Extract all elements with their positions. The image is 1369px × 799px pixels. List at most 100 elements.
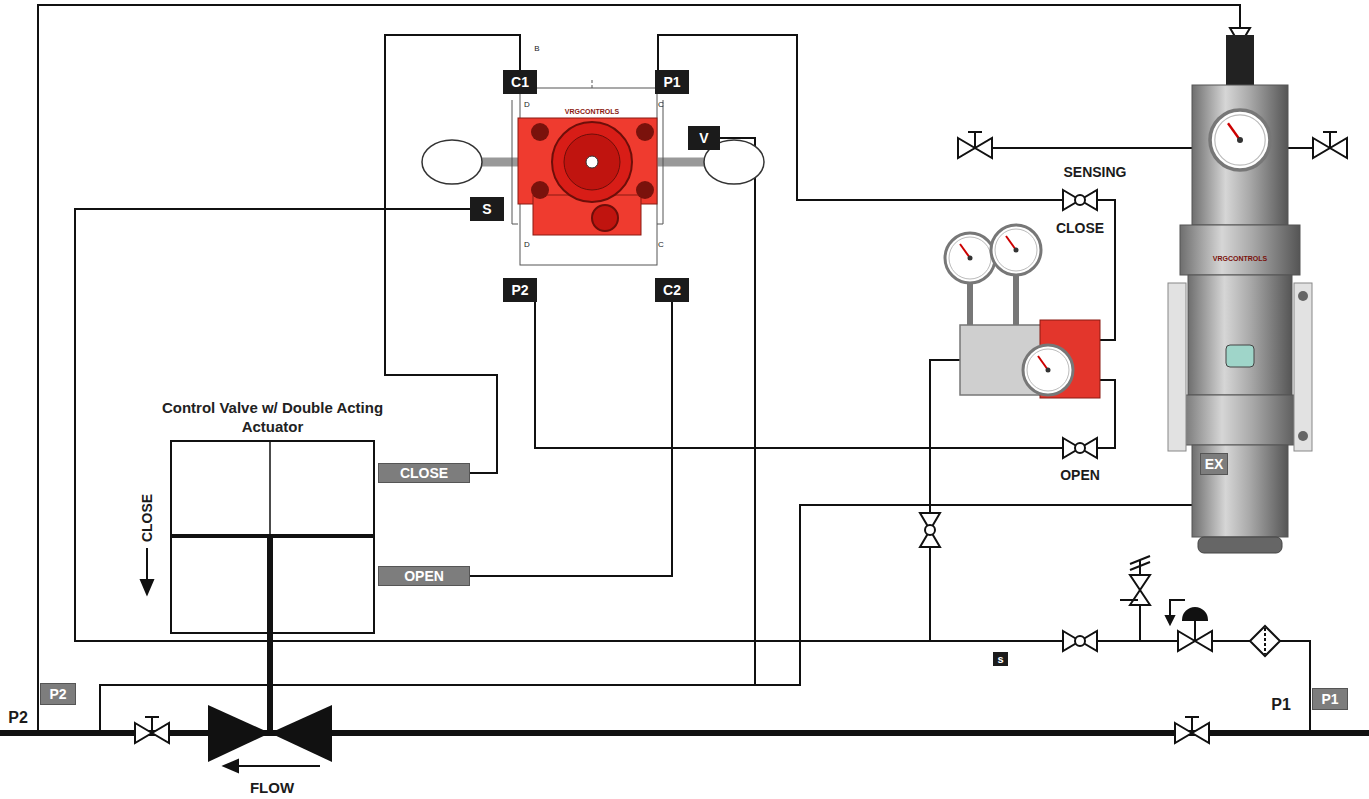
pipe-connector: [470, 302, 672, 576]
pilot-controller: [1210, 110, 1270, 170]
valve-symbols: [1063, 190, 1097, 210]
actuator-box: Control Valve w/ Double Acting Actuator: [170, 440, 375, 634]
filter-symbol: [1250, 626, 1280, 656]
callout-label: OPEN: [1060, 467, 1100, 483]
callout-label: FLOW: [250, 779, 294, 796]
pilot-controller: [1180, 225, 1300, 275]
node-heading: Control Valve w/ Double Acting Actuator: [157, 398, 389, 436]
port-tag: EX: [1200, 453, 1228, 475]
pipe-connector: [385, 35, 520, 473]
pilot-tubing: [930, 360, 960, 641]
pilot-controller: [1298, 291, 1308, 301]
callout-label: CLOSE: [1056, 220, 1104, 236]
port-tag: C2: [655, 278, 689, 302]
pilot-valve: [592, 80, 593, 88]
filter-symbol: [1264, 628, 1266, 654]
tag-text: CLOSE: [400, 465, 448, 481]
relief-valve: [1139, 560, 1141, 575]
valve-symbols: [1313, 132, 1347, 158]
pilot-manifold: [945, 233, 995, 283]
pilot-tubing: [38, 5, 1320, 733]
control-valve-body: [269, 442, 271, 536]
marker-text: C: [658, 240, 664, 249]
marker-text: D: [524, 240, 530, 249]
port-tag: s: [993, 652, 1008, 666]
pilot-controller: [1168, 35, 1312, 553]
filter-symbol: [1250, 626, 1280, 656]
port-tag: P1: [1312, 688, 1348, 710]
pilot-controller: [1226, 35, 1254, 87]
pilot-valve: [657, 100, 663, 224]
callout-label: P2: [8, 709, 28, 727]
relief-valve: [1130, 556, 1150, 564]
pressure-regulator: [1194, 620, 1196, 641]
pilot-valve: [564, 134, 620, 190]
process-pipe: [0, 730, 1369, 736]
valve-symbols: [135, 717, 169, 743]
pilot-tubing: [1213, 640, 1250, 642]
relief-valve: [1130, 590, 1150, 605]
tag-text: P1: [663, 74, 680, 90]
pilot-controller: [1192, 445, 1288, 537]
port-tag: P2: [40, 683, 76, 705]
close-arrow: [141, 548, 153, 594]
pilot-tubing: [38, 5, 1240, 733]
relief-valve: [1120, 556, 1150, 605]
pilot-controller: [1180, 395, 1300, 445]
valve-symbols: [958, 132, 992, 158]
pilot-tubing: [75, 209, 1177, 641]
tag-text: C2: [663, 282, 681, 298]
pilot-controller: [1226, 345, 1254, 367]
tag-text: P2: [511, 282, 528, 298]
pilot-controller: [1294, 283, 1312, 451]
valve-symbols: [920, 513, 940, 547]
pressure-regulator: [1166, 616, 1174, 624]
flow-arrow: [224, 760, 238, 772]
flow-arrow: [224, 760, 320, 772]
callout-label: CLOSE: [139, 494, 155, 542]
port-tag: OPEN: [378, 566, 470, 586]
pilot-controller: [1192, 85, 1288, 225]
relief-valve: [1120, 599, 1138, 601]
pilot-manifold: [1013, 275, 1019, 325]
control-valve-body: [267, 536, 273, 733]
pilot-valve: [531, 181, 549, 199]
pilot-valve: [512, 100, 518, 224]
marker-text: B: [534, 44, 539, 53]
pilot-valve: [518, 118, 657, 204]
tag-text: S: [482, 201, 491, 217]
pilot-controller: [1198, 537, 1282, 553]
tag-text: EX: [1205, 456, 1224, 472]
pilot-valve: [531, 123, 549, 141]
pilot-controller: [1298, 431, 1308, 441]
pilot-manifold: [945, 225, 1100, 398]
port-tag: CLOSE: [378, 463, 470, 483]
pilot-valve: [552, 122, 632, 202]
relief-valve: [1130, 575, 1150, 590]
control-valve-body: [270, 705, 332, 762]
valve-symbols: [1063, 438, 1097, 458]
pressure-regulator: [1183, 608, 1207, 620]
pilot-tubing: [658, 35, 1115, 340]
tag-text: P2: [49, 686, 66, 702]
marker-text: VRGCONTROLS: [1213, 255, 1267, 262]
control-valve-body: [172, 442, 373, 762]
pilot-valve: [422, 80, 764, 265]
close-arrow: [146, 548, 148, 582]
tag-text: C1: [511, 74, 529, 90]
tag-text: s: [997, 653, 1003, 665]
valve-symbols: [1175, 717, 1209, 743]
marker-text: D: [524, 100, 530, 109]
marker-text: VRGCONTROLS: [565, 108, 619, 115]
marker-text: C: [658, 100, 664, 109]
pressure-regulator: [1166, 600, 1212, 651]
pilot-tubing: [720, 138, 755, 685]
port-tag: S: [470, 197, 504, 221]
pipe-connector: [385, 35, 520, 473]
valve-symbols: [135, 28, 1347, 743]
port-tag: P2: [503, 278, 537, 302]
valve-symbols: [1063, 631, 1097, 651]
pilot-valve: [422, 140, 482, 184]
tag-text: P1: [1321, 691, 1338, 707]
